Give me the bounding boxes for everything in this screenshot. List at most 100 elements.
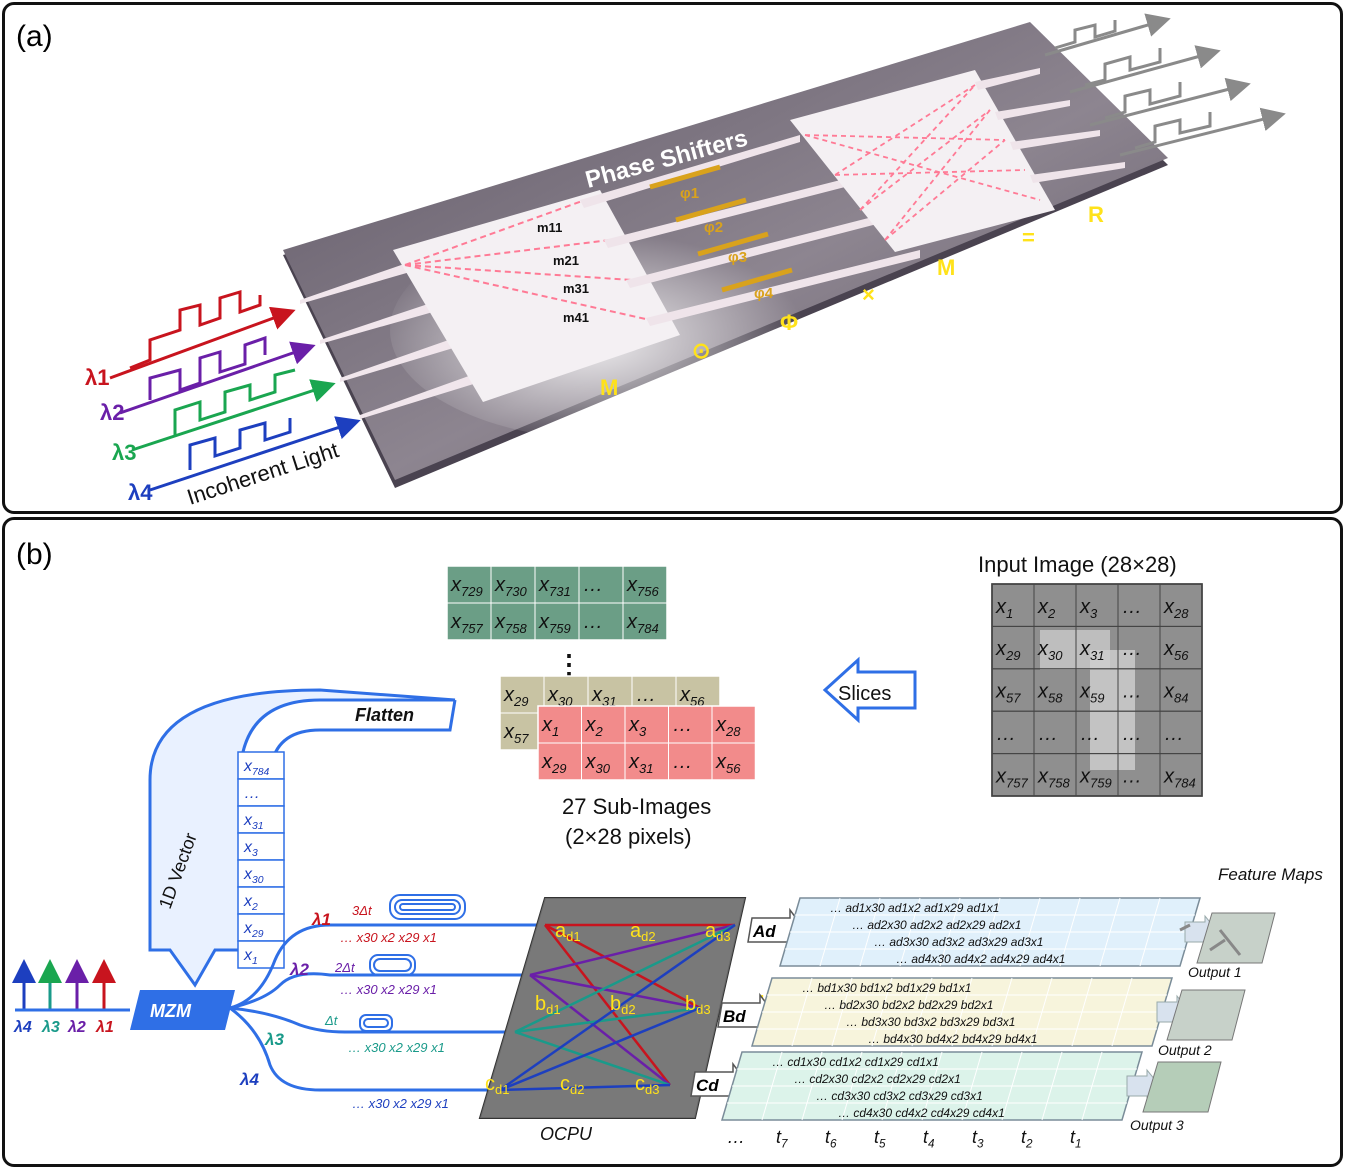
phase-labels: φ1 φ2 φ3 φ4	[680, 185, 774, 302]
table-line: … ad4x30 ad4x2 ad4x29 ad4x1	[896, 952, 1065, 966]
phi1-label: φ1	[680, 185, 699, 202]
ocpu-weight: bd3	[685, 993, 711, 1017]
vector-cell	[237, 859, 285, 888]
grid-cell-label: …	[1080, 723, 1100, 745]
lambda2-a: λ2	[100, 400, 124, 425]
table-rule	[859, 897, 881, 967]
grid-cell-label: …	[583, 611, 603, 633]
grid-cell-label: x57	[995, 681, 1021, 706]
seq-4: … x30 x2 x29 x1	[352, 1096, 449, 1111]
grid-cell-label: x729	[450, 574, 483, 599]
vector-item: x31	[243, 812, 264, 832]
grid-cell-label: …	[636, 684, 656, 706]
br-lambda1: λ1	[311, 910, 331, 929]
table-rule	[761, 1051, 783, 1121]
grid-cell-label: …	[1164, 723, 1184, 745]
eq-phi: Φ	[780, 310, 798, 335]
table-line: … bd4x30 bd4x2 bd4x29 bd4x1	[868, 1032, 1037, 1046]
wavelength-labels: λ1 λ2 λ3 λ4	[85, 365, 153, 505]
seq-3: … x30 x2 x29 x1	[348, 1040, 445, 1055]
grid-cell-label: x58	[1037, 681, 1063, 706]
ocpu-label: OCPU	[540, 1124, 593, 1144]
vector-cell	[237, 832, 285, 861]
grid-cell-label: x29	[503, 684, 528, 709]
lambda4-a: λ4	[128, 480, 153, 505]
table-line: … cd3x30 cd3x2 cd3x29 cd3x1	[816, 1089, 983, 1103]
source-lambda-labels: λ4 λ3 λ2 λ1	[13, 1019, 114, 1036]
sub-images-caption: 27 Sub-Images	[562, 794, 711, 819]
tag-a: Ad	[752, 922, 776, 941]
m41-label: m41	[563, 310, 589, 325]
grid-cell-label: x757	[995, 765, 1028, 790]
matrix-entries: m11 m21 m31 m41	[537, 220, 589, 325]
grid-cell-label: x2	[585, 714, 604, 739]
grid-cell-label: …	[1122, 723, 1142, 745]
branch-lambdas: λ1 λ2 λ3 λ4	[239, 910, 331, 1089]
delay-lines	[359, 894, 466, 1032]
table-rule	[991, 977, 1013, 1047]
grid-cell-label: x29	[541, 751, 566, 776]
feature-maps-label: Feature Maps	[1218, 865, 1323, 884]
grid-cell-label: x28	[715, 714, 741, 739]
grid-cell-label: x1	[995, 596, 1013, 621]
panel-a-label: (a)	[16, 20, 53, 53]
output-1: Output 1	[1188, 964, 1242, 980]
table-rule	[939, 897, 961, 967]
m21-label: m21	[553, 253, 579, 268]
phi2-label: φ2	[704, 219, 723, 236]
time-tick: t7	[776, 1127, 788, 1151]
table-line: … cd1x30 cd1x2 cd1x29 cd1x1	[772, 1055, 939, 1069]
grid-cell-label: x759	[538, 611, 571, 636]
table-rule	[911, 977, 933, 1047]
panel-b-label: (b)	[16, 538, 53, 571]
table-a: … ad1x30 ad1x2 ad1x29 ad1x1… ad2x30 ad2x…	[778, 897, 1219, 967]
output-3: Output 3	[1130, 1117, 1184, 1133]
flatten-label: Flatten	[355, 705, 414, 725]
grid-cell-label: …	[1122, 596, 1142, 618]
ocpu-mesh	[499, 923, 736, 1092]
eq-m1: M	[600, 375, 618, 400]
grid-cell-label: …	[673, 714, 693, 736]
mzm-block[interactable]: MZM	[130, 990, 235, 1030]
vector-item: x2	[243, 893, 258, 913]
table-line: … ad3x30 ad3x2 ad3x29 ad3x1	[874, 935, 1043, 949]
grid-cell-label: x31	[628, 751, 653, 776]
eq-r: R	[1088, 202, 1104, 227]
grid-cell-label: x730	[494, 574, 527, 599]
splitter-dashes	[404, 199, 651, 321]
grid-cell-label: …	[996, 723, 1016, 745]
output-labels: Output 1 Output 2 Output 3	[1130, 964, 1242, 1133]
grid-cell-label: x731	[538, 574, 571, 599]
src-lambda2: λ2	[67, 1019, 86, 1036]
seq-1: … x30 x2 x29 x1	[340, 930, 437, 945]
grid-cell-label: x784	[626, 611, 659, 636]
incoherent-light-label: Incoherent Light	[184, 437, 342, 510]
delay-3dt: 3Δt	[352, 903, 373, 918]
table-rule	[841, 1051, 863, 1121]
output-waveguides	[975, 68, 1125, 183]
table-rule	[801, 1051, 823, 1121]
eq-equals: =	[1022, 225, 1035, 250]
branches	[229, 923, 545, 1092]
tag-c: Cd	[696, 1076, 719, 1095]
vector-cell	[237, 778, 285, 807]
grid-cell	[1159, 753, 1203, 797]
table-rule	[1081, 1051, 1103, 1121]
time-tick: t6	[825, 1127, 837, 1151]
input-signals	[109, 289, 361, 492]
eq-hadamard: ⊙	[692, 338, 710, 363]
time-tick: t4	[923, 1127, 935, 1151]
grid-cell-label: x758	[494, 611, 527, 636]
slices-arrow[interactable]: Slices	[822, 656, 917, 724]
vector-item: …	[244, 785, 260, 802]
src-lambda3: λ3	[41, 1019, 60, 1036]
vector-cell	[237, 886, 285, 915]
table-rule	[831, 977, 853, 1047]
time-tick: t5	[874, 1127, 886, 1151]
branch-sequences: … x30 x2 x29 x1 … x30 x2 x29 x1 … x30 x2…	[340, 930, 449, 1111]
table-rule	[871, 977, 893, 1047]
ocpu-weight: ad2	[630, 920, 656, 944]
